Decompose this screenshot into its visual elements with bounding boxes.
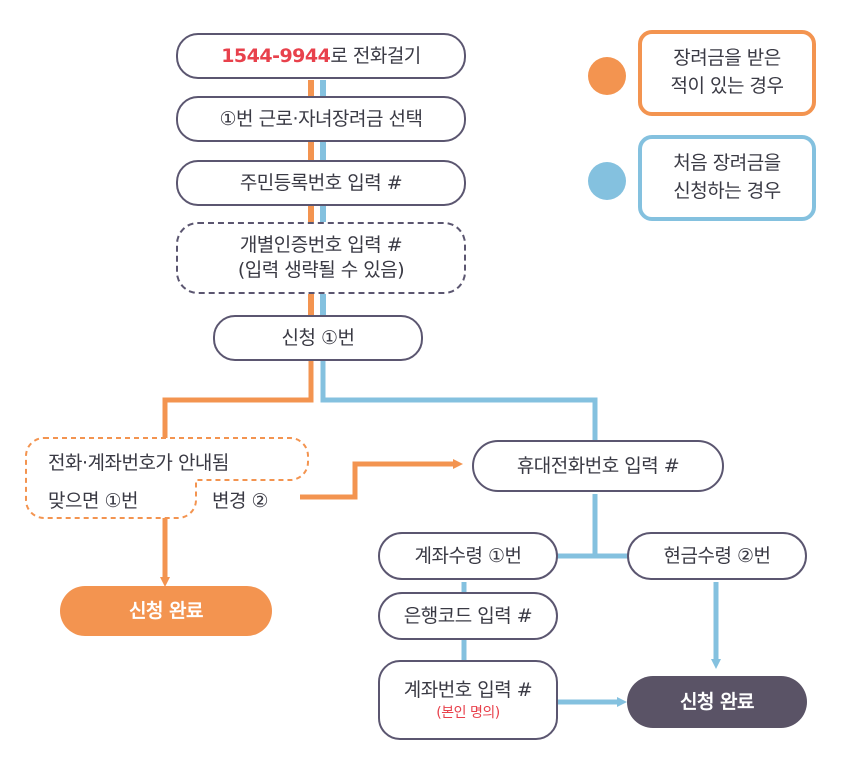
resident-step: 주민등록번호 입력 # <box>176 160 466 206</box>
guide-line2: 맞으면 ①번 <box>48 490 139 512</box>
apply-step: 신청 ①번 <box>213 315 423 361</box>
personal-line2: (입력 생략될 수 있음) <box>237 259 405 281</box>
resident-text: 주민등록번호 입력 # <box>239 171 403 194</box>
legend-first: 처음 장려금을 신청하는 경우 <box>638 135 816 221</box>
personal-step: 개별인증번호 입력 # (입력 생략될 수 있음) <box>176 222 466 294</box>
mobile-step: 휴대전화번호 입력 # <box>472 440 724 492</box>
select-text: ①번 근로·자녀장려금 선택 <box>219 107 423 130</box>
bank-code-text: 은행코드 입력 # <box>403 604 533 627</box>
legend-first-line1: 처음 장려금을 <box>673 152 781 175</box>
guide-line1: 전화·계좌번호가 안내됨 <box>48 452 229 474</box>
mobile-text: 휴대전화번호 입력 # <box>516 454 680 477</box>
change-text: 변경 ② <box>212 490 269 512</box>
apply-text: 신청 ①번 <box>281 326 355 349</box>
personal-line1: 개별인증번호 입력 # <box>239 234 403 257</box>
done-orange-text: 신청 완료 <box>128 599 204 622</box>
account-number-step: 계좌번호 입력 # (본인 명의) <box>378 660 558 740</box>
change-to-mobile-arrow <box>300 459 463 500</box>
cash-receive-step: 현금수령 ②번 <box>627 532 807 580</box>
legend-received-line2: 적이 있는 경우 <box>670 75 784 97</box>
legend-orange-dot <box>588 57 626 95</box>
legend-blue-dot <box>588 162 626 200</box>
bank-code-step: 은행코드 입력 # <box>378 592 558 640</box>
select-step: ①번 근로·자녀장려금 선택 <box>176 96 466 142</box>
account-number-text: 계좌번호 입력 # <box>403 678 533 701</box>
phone-number: 1544-9944 <box>221 44 331 67</box>
legend-received-line1: 장려금을 받은 <box>673 47 781 70</box>
blue-branch-line <box>320 360 598 440</box>
call-text: 로 전화걸기 <box>330 44 421 67</box>
account-receive-step: 계좌수령 ①번 <box>378 532 558 580</box>
legend-received: 장려금을 받은 적이 있는 경우 <box>638 30 816 116</box>
account-owner-note: (본인 명의) <box>436 705 500 722</box>
call-step: 1544-9944로 전화걸기 <box>176 33 466 79</box>
orange-branch-line <box>162 360 314 438</box>
done-purple-step: 신청 완료 <box>627 676 807 728</box>
done-purple-text: 신청 완료 <box>679 690 755 713</box>
account-receive-text: 계좌수령 ①번 <box>414 544 522 567</box>
legend-first-line2: 신청하는 경우 <box>673 180 781 202</box>
done-orange-step: 신청 완료 <box>60 586 272 636</box>
cash-receive-text: 현금수령 ②번 <box>663 544 771 567</box>
